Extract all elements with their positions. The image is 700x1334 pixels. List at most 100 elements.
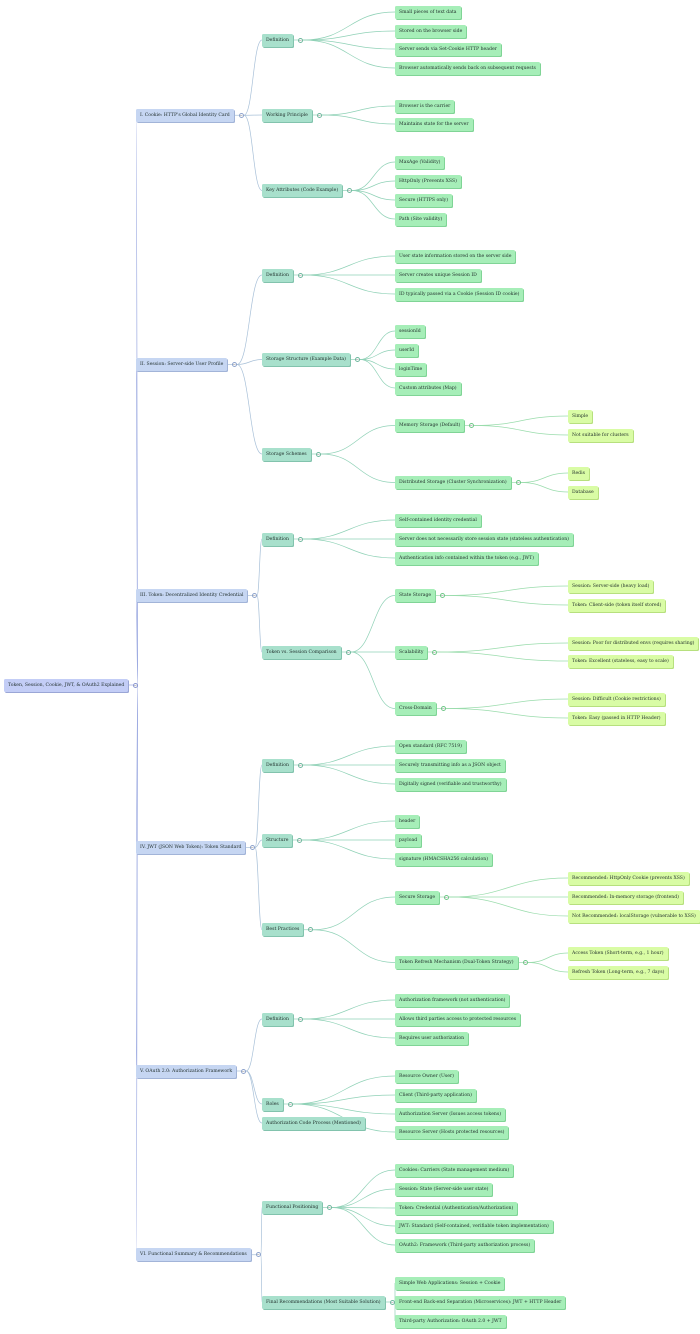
mindmap-node-iii-token-decentralized-identity-credent[interactable]: III. Token: Decentralized Identity Crede… [136, 589, 248, 602]
mindmap-node-maxage-validity[interactable]: MaxAge (Validity) [395, 155, 445, 169]
mindmap-node-session-server-side-heavy-load[interactable]: Session: Server-side (heavy load) [568, 579, 654, 593]
mindmap-node-state-storage[interactable]: State Storage [395, 589, 436, 602]
mindmap-node-structure[interactable]: Structure [262, 833, 293, 847]
collapse-toggle-icon[interactable]: − [315, 451, 321, 457]
mindmap-node-best-practices[interactable]: Best Practices [262, 923, 304, 937]
mindmap-node-server-sends-via-set-cookie-http-header[interactable]: Server sends via Set-Cookie HTTP header [395, 42, 501, 56]
mindmap-node-definition[interactable]: Definition [262, 1012, 293, 1026]
mindmap-node-user-state-information-stored-on-the-ser[interactable]: User state information stored on the ser… [395, 249, 516, 263]
mindmap-node-recommended-httponly-cookie-prevents-xss[interactable]: Recommended: HttpOnly Cookie (prevents X… [568, 871, 689, 885]
collapse-toggle-icon[interactable]: − [297, 536, 303, 542]
mindmap-node-cookies-carriers-state-management-medium[interactable]: Cookies: Carriers (State management medi… [395, 1163, 514, 1177]
mindmap-node-secure-storage[interactable]: Secure Storage [395, 890, 440, 904]
collapse-toggle-icon[interactable]: − [307, 927, 313, 933]
mindmap-node-httponly-prevents-xss[interactable]: HttpOnly (Prevents XSS) [395, 174, 461, 188]
collapse-toggle-icon[interactable]: − [240, 1068, 246, 1074]
mindmap-node-definition[interactable]: Definition [262, 758, 293, 772]
mindmap-node-token-vs-session-comparison[interactable]: Token vs. Session Comparison [262, 645, 341, 659]
mindmap-node-session-difficult-cookie-restrictions[interactable]: Session: Difficult (Cookie restrictions) [568, 692, 665, 706]
mindmap-node-session-state-server-side-user-state[interactable]: Session: State (Server-side user state) [395, 1182, 493, 1196]
mindmap-node-third-party-authorization-oauth-2-0-jwt[interactable]: Third-party Authorization: OAuth 2.0 + J… [395, 1314, 506, 1328]
mindmap-node-digitally-signed-verifiable-and-trustwor[interactable]: Digitally signed (verifiable and trustwo… [395, 777, 506, 791]
mindmap-node-working-principle[interactable]: Working Principle [262, 108, 312, 122]
mindmap-node-custom-attributes-map[interactable]: Custom attributes (Map) [395, 381, 461, 395]
mindmap-node-definition[interactable]: Definition [262, 33, 293, 47]
collapse-toggle-icon[interactable]: − [468, 423, 474, 428]
mindmap-node-recommended-in-memory-storage-frontend[interactable]: Recommended: In-memory storage (frontend… [568, 890, 683, 904]
collapse-toggle-icon[interactable]: − [255, 1252, 261, 1258]
mindmap-node-userid[interactable]: userId [395, 343, 418, 357]
collapse-toggle-icon[interactable]: − [345, 649, 351, 655]
mindmap-node-not-suitable-for-clusters[interactable]: Not suitable for clusters [568, 428, 633, 442]
mindmap-node-front-end-back-end-separation-microservi[interactable]: Front-end Back-end Separation (Microserv… [395, 1295, 566, 1309]
mindmap-node-id-typically-passed-via-a-cookie-session[interactable]: ID typically passed via a Cookie (Sessio… [395, 287, 524, 301]
mindmap-node-key-attributes-code-example[interactable]: Key Attributes (Code Example) [262, 184, 343, 197]
mindmap-node-distributed-storage-cluster-synchronizat[interactable]: Distributed Storage (Cluster Synchroniza… [395, 476, 511, 489]
mindmap-node-payload[interactable]: payload [395, 833, 422, 847]
collapse-toggle-icon[interactable]: − [231, 362, 237, 367]
mindmap-node-cross-domain[interactable]: Cross-Domain [395, 702, 436, 715]
collapse-toggle-icon[interactable]: − [431, 649, 437, 655]
mindmap-node-token-client-side-token-itself-stored[interactable]: Token: Client-side (token itself stored) [568, 598, 666, 612]
mindmap-node-access-token-short-term-e-g-1-hour[interactable]: Access Token (Short-term, e.g., 1 hour) [568, 946, 668, 960]
mindmap-node-resource-server-hosts-protected-resource[interactable]: Resource Server (Hosts protected resourc… [395, 1125, 509, 1139]
mindmap-node-simple[interactable]: Simple [568, 409, 593, 423]
mindmap-node-server-creates-unique-session-id[interactable]: Server creates unique Session ID [395, 268, 481, 282]
collapse-toggle-icon[interactable]: − [238, 112, 244, 118]
mindmap-node-token-easy-passed-in-http-header[interactable]: Token: Easy (passed in HTTP Header) [568, 711, 665, 725]
mindmap-node-resource-owner-user[interactable]: Resource Owner (User) [395, 1069, 458, 1083]
mindmap-node-redis[interactable]: Redis [568, 466, 589, 480]
mindmap-node-storage-structure-example-data[interactable]: Storage Structure (Example Data) [262, 353, 350, 366]
mindmap-node-browser-is-the-carrier[interactable]: Browser is the carrier [395, 99, 455, 113]
mindmap-node-ii-session-server-side-user-profile[interactable]: II. Session: Server-side User Profile [136, 358, 228, 371]
mindmap-node-stored-on-the-browser-side[interactable]: Stored on the browser side [395, 24, 467, 38]
mindmap-node-refresh-token-long-term-e-g-7-days[interactable]: Refresh Token (Long-term, e.g., 7 days) [568, 965, 669, 979]
collapse-toggle-icon[interactable]: − [296, 837, 302, 843]
collapse-toggle-icon[interactable]: − [297, 762, 303, 768]
mindmap-node-open-standard-rfc-7519[interactable]: Open standard (RFC 7519) [395, 739, 466, 753]
mindmap-node-roles[interactable]: Roles [262, 1097, 283, 1111]
mindmap-node-authorization-code-process-mentioned[interactable]: Authorization Code Process (Mentioned) [262, 1116, 365, 1130]
mindmap-node-final-recommendations-most-suitable-solu[interactable]: Final Recommendations (Most Suitable Sol… [262, 1295, 385, 1309]
collapse-toggle-icon[interactable]: − [326, 1205, 332, 1210]
mindmap-node-root[interactable]: Token, Session, Cookie, JWT, & OAuth2 Ex… [4, 678, 129, 692]
mindmap-node-memory-storage-default[interactable]: Memory Storage (Default) [395, 419, 465, 432]
collapse-toggle-icon[interactable]: − [316, 112, 322, 118]
mindmap-node-securely-transmitting-info-as-a-json-obj[interactable]: Securely transmitting info as a JSON obj… [395, 758, 505, 772]
mindmap-node-token-excellent-stateless-easy-to-scale[interactable]: Token: Excellent (stateless, easy to sca… [568, 654, 673, 668]
mindmap-node-small-pieces-of-text-data[interactable]: Small pieces of text data [395, 5, 461, 19]
mindmap-node-authorization-server-issues-access-token[interactable]: Authorization Server (Issues access toke… [395, 1107, 506, 1121]
collapse-toggle-icon[interactable]: − [443, 894, 449, 900]
collapse-toggle-icon[interactable]: − [287, 1101, 293, 1107]
mindmap-node-database[interactable]: Database [568, 485, 598, 499]
mindmap-node-v-oauth-2-0-authorization-framework[interactable]: V. OAuth 2.0: Authorization Framework [136, 1064, 237, 1078]
mindmap-node-requires-user-authorization[interactable]: Requires user authorization [395, 1031, 469, 1045]
mindmap-node-authorization-framework-not-authenticati[interactable]: Authorization framework (not authenticat… [395, 993, 510, 1007]
mindmap-node-functional-positioning[interactable]: Functional Positioning [262, 1201, 323, 1214]
mindmap-node-token-credential-authentication-authoriz[interactable]: Token: Credential (Authentication/Author… [395, 1201, 518, 1215]
mindmap-node-secure-https-only[interactable]: Secure (HTTPS only) [395, 193, 453, 207]
collapse-toggle-icon[interactable]: − [297, 37, 303, 43]
mindmap-node-simple-web-applications-session-cookie[interactable]: Simple Web Applications: Session + Cooki… [395, 1276, 505, 1290]
mindmap-node-maintains-state-for-the-server[interactable]: Maintains state for the server [395, 117, 473, 131]
collapse-toggle-icon[interactable]: − [389, 1299, 395, 1305]
mindmap-node-logintime[interactable]: loginTime [395, 362, 427, 376]
mindmap-node-path-site-validity[interactable]: Path (Site validity) [395, 212, 447, 226]
mindmap-node-authentication-info-contained-within-the[interactable]: Authentication info contained within the… [395, 551, 538, 565]
mindmap-node-definition[interactable]: Definition [262, 268, 293, 282]
collapse-toggle-icon[interactable]: − [297, 272, 303, 278]
collapse-toggle-icon[interactable]: − [346, 188, 352, 193]
collapse-toggle-icon[interactable]: − [522, 960, 528, 965]
mindmap-node-client-third-party-application[interactable]: Client (Third-party application) [395, 1088, 476, 1102]
mindmap-node-not-recommended-localstorage-vulnerable-[interactable]: Not Recommended: localStorage (vulnerabl… [568, 909, 700, 923]
mindmap-node-i-cookie-http-s-global-identity-card[interactable]: I. Cookie: HTTP's Global Identity Card [136, 108, 234, 122]
mindmap-node-storage-schemes[interactable]: Storage Schemes [262, 447, 311, 461]
collapse-toggle-icon[interactable]: − [249, 844, 255, 850]
collapse-toggle-icon[interactable]: − [251, 593, 257, 598]
mindmap-node-iv-jwt-json-web-token-token-standard[interactable]: IV. JWT (JSON Web Token): Token Standard [136, 840, 246, 854]
collapse-toggle-icon[interactable]: − [440, 706, 446, 711]
mindmap-node-self-contained-identity-credential[interactable]: Self-contained identity credential [395, 513, 481, 527]
mindmap-node-jwt-standard-self-contained-verifiable-t[interactable]: JWT: Standard (Self-contained, verifiabl… [395, 1219, 553, 1233]
mindmap-node-sessionid[interactable]: sessionId [395, 324, 425, 338]
mindmap-node-vi-functional-summary-recommendations[interactable]: VI. Functional Summary & Recommendations [136, 1248, 251, 1262]
